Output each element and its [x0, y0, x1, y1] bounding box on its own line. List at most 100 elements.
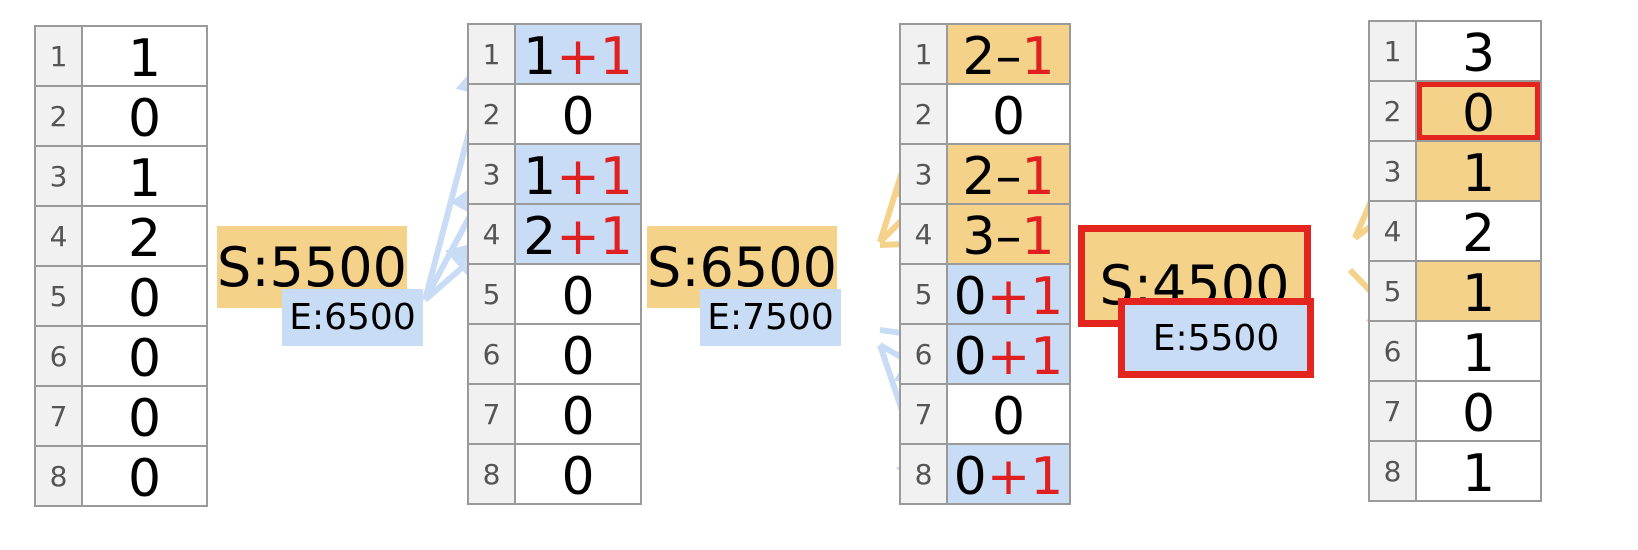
row-value: 0: [516, 385, 640, 443]
end-label-1: E:6500: [282, 289, 423, 346]
row-index: 1: [36, 27, 83, 85]
row-value: 1: [1417, 142, 1540, 200]
row-index: 8: [1370, 442, 1417, 500]
value-delta: 1: [1021, 27, 1055, 87]
row-index: 8: [469, 445, 516, 503]
value-base: 0: [561, 267, 595, 327]
value-base: 1: [1461, 144, 1496, 204]
value-operator: +: [986, 267, 1031, 327]
value-base: 2: [1461, 204, 1496, 264]
value-base: 0: [1461, 384, 1496, 444]
row-index: 5: [36, 267, 83, 325]
row-value: 2+1: [516, 205, 640, 263]
value-base: 0: [953, 327, 987, 387]
value-operator: –: [995, 27, 1022, 87]
value-operator: –: [995, 147, 1022, 207]
value-base: 1: [127, 149, 162, 209]
row-index: 6: [901, 325, 948, 383]
value-base: 0: [127, 449, 162, 509]
row-index: 4: [469, 205, 516, 263]
row-index: 2: [901, 85, 948, 143]
row-index: 7: [36, 387, 83, 445]
value-base: 3: [962, 207, 996, 267]
value-base: 0: [127, 329, 162, 389]
row-index: 1: [469, 25, 516, 83]
value-base: 2: [962, 147, 996, 207]
value-operator: –: [995, 207, 1022, 267]
value-base: 1: [1461, 264, 1496, 324]
value-operator: +: [556, 147, 600, 207]
row-index: 4: [1370, 202, 1417, 260]
row-value: 3–1: [948, 205, 1069, 263]
row-value: 1: [1417, 322, 1540, 380]
row-value: 0: [948, 385, 1069, 443]
value-base: 0: [953, 267, 987, 327]
value-operator: +: [986, 327, 1031, 387]
end-label-3: E:5500: [1118, 298, 1314, 378]
row-index: 8: [901, 445, 948, 503]
value-operator: +: [556, 207, 600, 267]
value-base: 0: [1461, 84, 1496, 144]
row-value: 1: [1417, 442, 1540, 500]
row-value: 0+1: [948, 445, 1069, 503]
row-value: 2–1: [948, 145, 1069, 203]
value-base: 2: [127, 209, 162, 269]
value-base: 1: [523, 147, 557, 207]
row-index: 3: [469, 145, 516, 203]
value-base: 1: [127, 29, 162, 89]
row-value: 0: [948, 85, 1069, 143]
value-delta: 1: [1021, 207, 1055, 267]
row-index: 5: [1370, 262, 1417, 320]
row-value: 2–1: [948, 25, 1069, 83]
value-base: 0: [127, 389, 162, 449]
value-base: 0: [991, 387, 1026, 447]
row-value: 0: [516, 325, 640, 383]
row-index: 4: [901, 205, 948, 263]
value-base: 2: [523, 207, 557, 267]
row-index: 5: [469, 265, 516, 323]
row-value: 3: [1417, 22, 1540, 80]
row-value: 2: [1417, 202, 1540, 260]
value-base: 0: [561, 87, 595, 147]
row-value: 0: [516, 265, 640, 323]
value-base: 1: [523, 27, 557, 87]
value-delta: 1: [1030, 267, 1064, 327]
value-operator: +: [986, 447, 1031, 507]
row-index: 1: [901, 25, 948, 83]
row-index: 4: [36, 207, 83, 265]
row-value: 1: [83, 27, 206, 85]
value-base: 2: [962, 27, 996, 87]
row-value: 0: [83, 387, 206, 445]
row-value: 1: [83, 147, 206, 205]
row-index: 6: [36, 327, 83, 385]
row-value: 0: [1417, 382, 1540, 440]
value-base: 0: [561, 447, 595, 507]
end-label-2: E:7500: [700, 289, 841, 346]
row-index: 3: [901, 145, 948, 203]
row-value: 1+1: [516, 25, 640, 83]
row-index: 2: [36, 87, 83, 145]
row-value: 1: [1417, 262, 1540, 320]
